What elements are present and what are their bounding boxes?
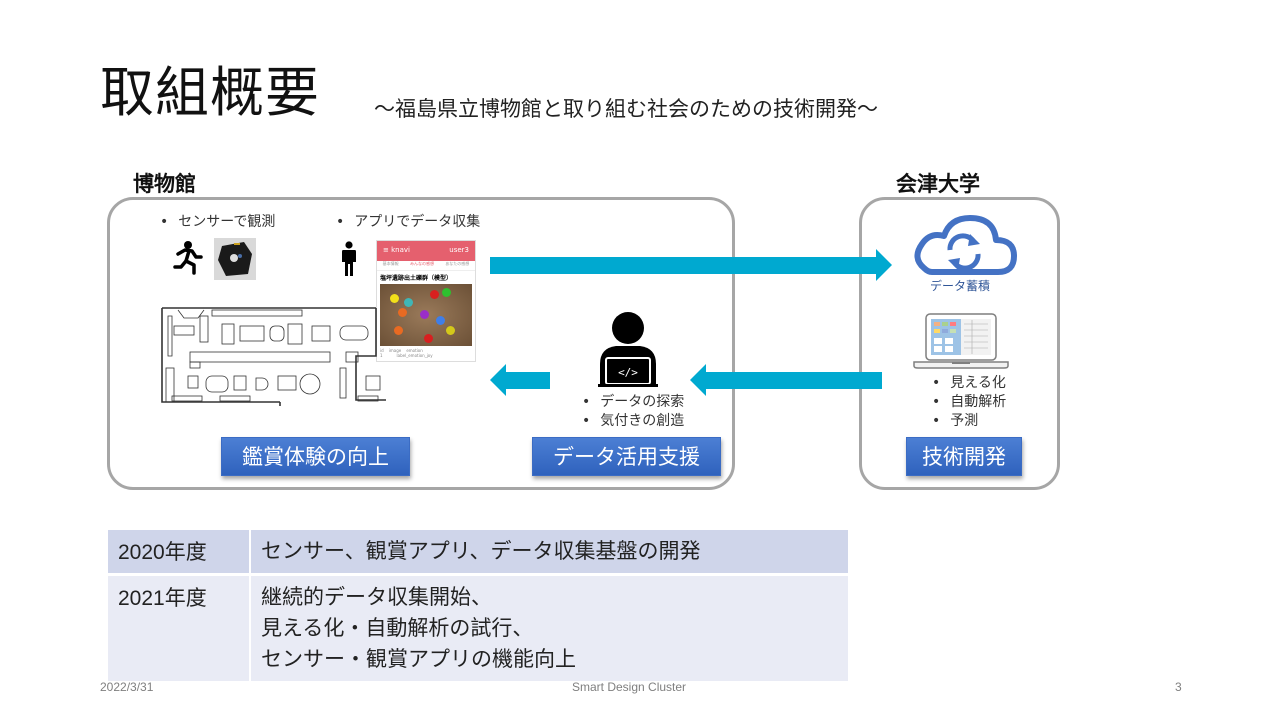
timeline-description: センサー、観賞アプリ、データ収集基盤の開発: [250, 530, 848, 576]
university-bullet: 見える化: [932, 373, 1006, 393]
timeline-line: 見える化・自動解析の試行、: [261, 616, 534, 640]
app-tabs: 基本情報 みんなの感想 あなたの感想: [377, 261, 475, 271]
bullet-sensor: センサーで観測: [160, 212, 275, 232]
timeline-line: センサー・観賞アプリの機能向上: [261, 647, 576, 671]
support-bullet: データの探索: [582, 392, 684, 412]
app-tab: あなたの感想: [445, 261, 470, 266]
page-number: 3: [1175, 680, 1182, 694]
app-table: id image emotion 1 label_emotion_joy: [377, 346, 475, 360]
data-storage-caption: データ蓄積: [930, 279, 991, 293]
laptop-dashboard-icon: [912, 312, 1010, 370]
timeline-row: 2020年度 センサー、観賞アプリ、データ収集基盤の開発: [108, 530, 848, 576]
timeline-line: 継続的データ収集開始、: [261, 585, 492, 609]
app-name: ≡ knavi: [383, 246, 410, 254]
running-person-icon: [172, 240, 206, 276]
slide-title: 取組概要: [100, 61, 320, 124]
university-bullet: 自動解析: [932, 392, 1006, 412]
app-user: user3: [449, 246, 469, 254]
bullet-app: アプリでデータ収集: [336, 212, 480, 232]
app-table-header: emotion: [406, 348, 423, 353]
arrow-head-left: [490, 364, 506, 396]
sensor-device-image: [214, 238, 256, 280]
svg-text:</>: </>: [618, 366, 638, 379]
app-tab: 基本情報: [382, 261, 399, 266]
university-label: 会津大学: [896, 172, 980, 196]
app-table-header: id: [380, 348, 384, 353]
timeline-description: 継続的データ収集開始、 見える化・自動解析の試行、 センサー・観賞アプリの機能向…: [250, 574, 848, 681]
timeline-year: 2021年度: [108, 574, 251, 681]
app-table-cell: 1: [380, 353, 383, 358]
floor-plan-image: [160, 306, 386, 410]
data-utilization-support-button[interactable]: データ活用支援: [532, 437, 721, 476]
technology-development-button[interactable]: 技術開発: [906, 437, 1022, 476]
app-header: ≡ knavi user3: [377, 241, 475, 261]
timeline-table: 2020年度 センサー、観賞アプリ、データ収集基盤の開発 2021年度 継続的デ…: [108, 530, 848, 681]
app-table-header: image: [388, 348, 402, 353]
developer-icon: </>: [596, 310, 660, 388]
cloud-sync-icon: [910, 212, 1018, 278]
app-table-cell: label_emotion_joy: [396, 353, 433, 358]
arrow-head-left: [690, 364, 706, 396]
footer-date: 2022/3/31: [100, 680, 154, 694]
footer-title: Smart Design Cluster: [572, 680, 687, 694]
university-bullet: 予測: [932, 411, 978, 431]
arrow-to-cloud: [490, 257, 876, 274]
exhibit-photo: [380, 284, 472, 346]
museum-label: 博物館: [133, 172, 196, 196]
appreciation-experience-button[interactable]: 鑑賞体験の向上: [221, 437, 410, 476]
arrow-to-museum: [506, 372, 550, 389]
person-icon: [339, 241, 359, 277]
arrow-head-right: [876, 249, 892, 281]
app-screenshot: ≡ knavi user3 基本情報 みんなの感想 あなたの感想 塩坪遺跡出土礫…: [376, 240, 476, 362]
timeline-row: 2021年度 継続的データ収集開始、 見える化・自動解析の試行、 センサー・観賞…: [108, 574, 848, 681]
app-tab: みんなの感想: [409, 261, 434, 266]
timeline-year: 2020年度: [108, 530, 251, 576]
support-bullet: 気付きの創造: [582, 411, 684, 431]
slide-subtitle: ～福島県立博物館と取り組む社会のための技術開発～: [374, 97, 878, 121]
exhibit-title: 塩坪遺跡出土礫群（模型）: [380, 275, 453, 282]
timeline-line: センサー、観賞アプリ、データ収集基盤の開発: [261, 539, 701, 563]
arrow-to-support: [706, 372, 882, 389]
